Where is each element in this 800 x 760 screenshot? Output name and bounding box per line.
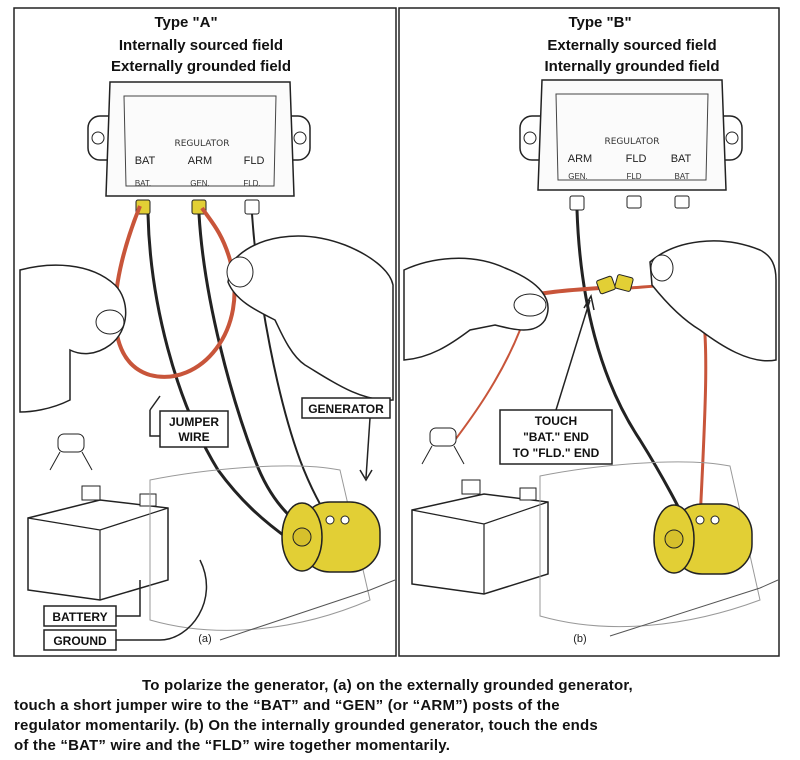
panel-b-touch-callout (499, 409, 613, 465)
panel-a-generator (281, 501, 381, 573)
panel-a-regulator-label: REGULATOR (174, 139, 229, 149)
panel-b-right-thumbnail (650, 254, 674, 282)
panel-b-terminal-bat: BAT (671, 153, 692, 165)
panel-b-cutout (421, 427, 465, 465)
panel-a-jumper-wire (113, 205, 237, 379)
caption-line-4: of the “BAT” wire and the “FLD” wire tog… (14, 737, 451, 754)
panel-a-terminal-arm: ARM (188, 155, 212, 167)
panel-b-regulator: REGULATOR ARM FLD BAT GEN. FLD BAT (519, 79, 743, 211)
panel-a-type-label: Type "A" (154, 14, 217, 31)
panel-b-sub-label: (b) (573, 633, 586, 645)
panel-b-touch-label-1: TOUCH (535, 414, 577, 428)
panel-a-left-hand (19, 264, 127, 413)
panel-a-cutout (49, 433, 93, 471)
polarizing-diagram: Type "A" Internally sourced field Extern… (13, 7, 780, 657)
caption-line-3: regulator momentarily. (b) On the intern… (14, 717, 598, 734)
panel-b-post-bat: BAT (675, 172, 690, 181)
panel-b-regulator-label: REGULATOR (604, 137, 659, 147)
caption-line-2: touch a short jumper wire to the “BAT” a… (14, 697, 560, 714)
panel-a: Type "A" Internally sourced field Extern… (19, 14, 396, 651)
panel-a-jumper-callout (159, 410, 229, 448)
panel-a-right-thumbnail (226, 256, 254, 288)
caption-line-1: To polarize the generator, (a) on the ex… (142, 677, 633, 694)
panel-a-engine-outline (149, 465, 371, 631)
panel-b-touch-label-2: "BAT." END (523, 430, 589, 444)
panel-b-terminal-fld: FLD (626, 153, 647, 165)
panel-b-gen-wire (575, 209, 692, 531)
panel-b-frame (398, 7, 780, 657)
panel-b-terminal-arm: ARM (568, 153, 592, 165)
panel-a-post-fld: FLD. (243, 179, 260, 188)
panel-b-type-label: Type "B" (568, 14, 631, 31)
panel-a-generator-callout (301, 397, 391, 419)
panel-b-left-thumbnail (513, 293, 547, 317)
panel-a-battery (27, 485, 169, 601)
panel-a-right-hand (227, 235, 394, 401)
panel-a-ground-label: GROUND (53, 634, 107, 648)
caption: To polarize the generator, (a) on the ex… (14, 676, 774, 756)
panel-b-engine-outline (539, 461, 761, 628)
panel-b-line2: Internally grounded field (544, 58, 719, 75)
panel-a-terminal-fld: FLD (244, 155, 265, 167)
panel-a-line2: Externally grounded field (111, 58, 291, 75)
panel-b-left-hand (403, 257, 549, 361)
panel-b-touch-label-3: TO "FLD." END (513, 446, 600, 460)
panel-a-frame (13, 7, 397, 657)
panel-a-jumper-label-2: WIRE (178, 430, 209, 444)
panel-a-left-thumbnail (95, 309, 125, 335)
panel-b-generator (653, 503, 753, 575)
panel-b-battery (411, 479, 549, 595)
panel-b-line1: Externally sourced field (547, 37, 716, 54)
panel-b-right-hand (649, 240, 777, 362)
panel-b: Type "B" Externally sourced field Intern… (403, 14, 779, 645)
panel-a-sub-label: (a) (198, 633, 211, 645)
panel-b-post-gen: GEN. (568, 172, 588, 181)
panel-b-post-fld: FLD (626, 172, 641, 181)
panel-a-regulator: REGULATOR BAT ARM FLD BAT. GEN. FLD. (87, 81, 311, 215)
panel-b-fld-clip (614, 274, 634, 292)
panel-a-terminal-bat: BAT (135, 155, 156, 167)
panel-a-post-gen: GEN. (190, 179, 210, 188)
panel-a-line1: Internally sourced field (119, 37, 283, 54)
panel-a-generator-label: GENERATOR (308, 402, 384, 416)
panel-a-post-bat: BAT. (135, 179, 151, 188)
panel-a-jumper-label-1: JUMPER (169, 415, 219, 429)
panel-a-battery-label: BATTERY (52, 610, 107, 624)
panel-b-bat-clip (596, 275, 616, 295)
